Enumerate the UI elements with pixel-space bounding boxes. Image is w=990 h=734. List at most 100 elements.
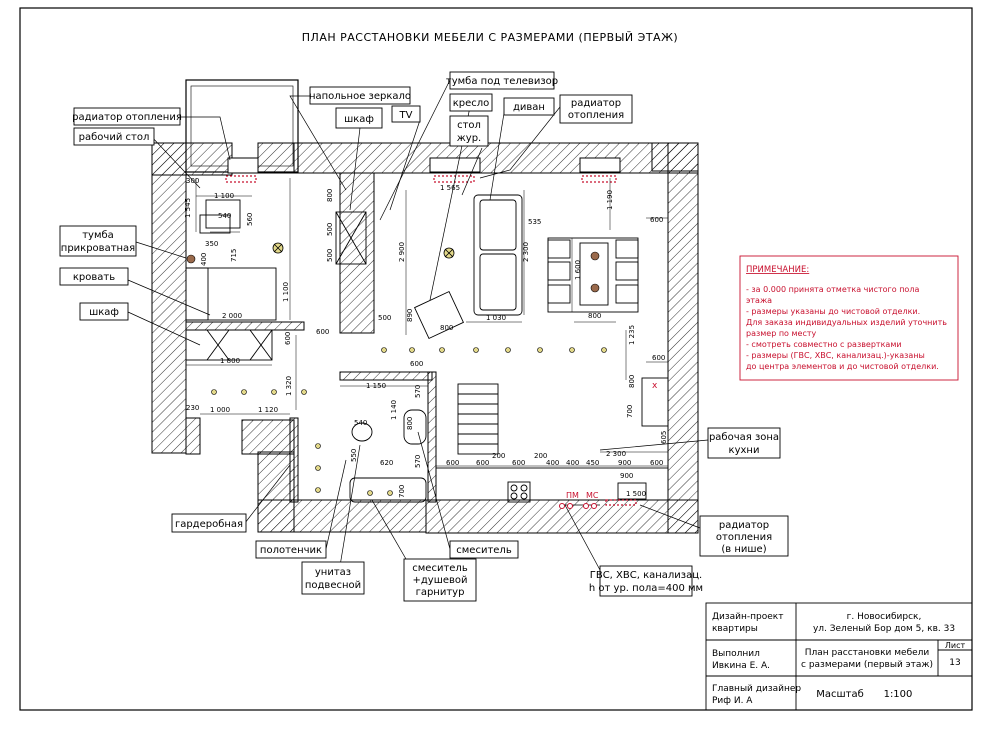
stamp-scale-label: Масштаб [816,689,864,700]
dining-chair [615,261,639,281]
wardrobe-top-diag-2 [335,211,367,265]
callout-boxes [59,71,789,602]
stamp-chief-1: Главный дизайнер [712,684,801,694]
dim: 1 500 [626,490,646,498]
bath-sink [403,409,427,445]
wall-wardrobe-left [257,451,295,533]
spot-light [241,389,247,395]
spot-light [505,347,511,353]
leader-tv-stand [379,79,451,221]
pipe-marker [567,503,573,509]
dining-area [547,237,639,313]
callout-sofa: диван [513,102,545,113]
callout-radiator-2-1: радиатор [571,98,621,109]
callout-wardrobe-left-box [79,302,129,321]
leader-radiator-niche [639,504,701,529]
stamp-project-1: Дизайн-проект [712,612,783,622]
hob-burner [510,484,518,492]
dim: 620 [380,459,393,467]
dim: 570 [414,385,422,398]
callout-radiator-niche-1: радиатор [719,520,769,531]
bed-headboard [185,267,209,321]
callout-kitchen-1: рабочая зона [709,432,779,443]
title-block-texts: Дизайн-проект квартиры г. Новосибирск, у… [712,612,965,706]
callout-nightstand-box [59,225,137,257]
callout-radiator-2-2: отопления [568,110,624,121]
radiator-bedroom [225,175,257,183]
pipe-marker [591,503,597,509]
callout-pipes-1: ГВС, ХВС, канализац. [590,570,703,581]
spot-light [381,347,387,353]
pipe-markers [559,503,597,509]
dim: 600 [316,328,329,336]
stamp-done-2: Ивкина Е. А. [712,661,770,671]
callout-bed-box [59,267,129,286]
dining-table [579,242,609,306]
spot-light [473,347,479,353]
leader-nightstand [135,241,187,259]
dim: 1 120 [258,406,278,414]
stamp-sheet-no: 13 [949,658,960,668]
note-header: ПРИМЕЧАНИЕ: [746,265,809,275]
dim: 600 [410,360,423,368]
desk [205,199,241,229]
callout-toilet-box [301,561,365,595]
stamp-plan-1: План расстановки мебели [805,648,930,658]
callout-wardrobe-room: гардеробная [175,519,243,530]
callout-desk-box [73,127,155,146]
pipe-marker [583,503,589,509]
dim: 800 [326,189,334,202]
dim: 600 [650,216,663,224]
stamp-address-2: ул. Зеленый Бор дом 5, кв. 33 [813,624,955,634]
radiator-living [433,175,475,183]
dim: 1 235 [628,325,636,345]
leader-shower [371,499,411,567]
spot-light [211,389,217,395]
dim: 500 [326,223,334,236]
dim: 2 300 [606,450,626,458]
spot-light [409,347,415,353]
pendant-lamps [186,251,600,293]
callout-tv-stand-box [449,71,555,90]
callout-wardrobe-left: шкаф [89,307,119,318]
ceiling-lamps [272,242,455,259]
dim: 1 100 [214,192,234,200]
wall-wardrobe-top [241,419,295,455]
sofa-cushion-2 [479,253,517,311]
leader-bed [127,279,211,316]
dim: 400 [200,253,208,266]
leader-desk [149,134,201,189]
note-line: - смотреть совместно с развертками [746,340,902,349]
dim: 1 150 [366,382,386,390]
mc-tag: МС [586,491,599,500]
callout-desk: рабочий стол [79,132,150,143]
ceiling-lamp-cross-2 [273,243,283,253]
dim: 2 300 [522,242,530,262]
dining-chair [615,284,639,304]
pm-tag: ПМ [566,491,579,500]
hob [507,481,531,503]
kitchen-counter [435,467,669,501]
furniture [185,194,669,503]
dim: 800 [588,312,601,320]
partition-bedroom [185,321,305,331]
window-1 [429,157,481,173]
note-panel: ПРИМЕЧАНИЕ: - за 0.000 принята отметка ч… [739,255,959,381]
callout-nightstand-1: тумба [82,230,114,241]
callout-toilet-1: унитаз [315,567,351,578]
callout-coffee-table-box [449,115,489,147]
dim: 2 000 [222,312,242,320]
pendant-lamp [590,283,600,293]
dim: 535 [528,218,541,226]
dim: 500 [326,249,334,262]
staircase [457,383,499,455]
dining-chair [547,284,571,304]
dim: 600 [650,459,663,467]
pendant-lamp [590,251,600,261]
callout-wardrobe-room-box [171,513,247,533]
dim: 1 545 [184,198,192,218]
stamp-chief-2: Риф И. А [712,696,753,706]
radiator-kitchen [605,499,637,506]
bedside-lamp [186,254,196,264]
sheet-frame [19,7,973,711]
